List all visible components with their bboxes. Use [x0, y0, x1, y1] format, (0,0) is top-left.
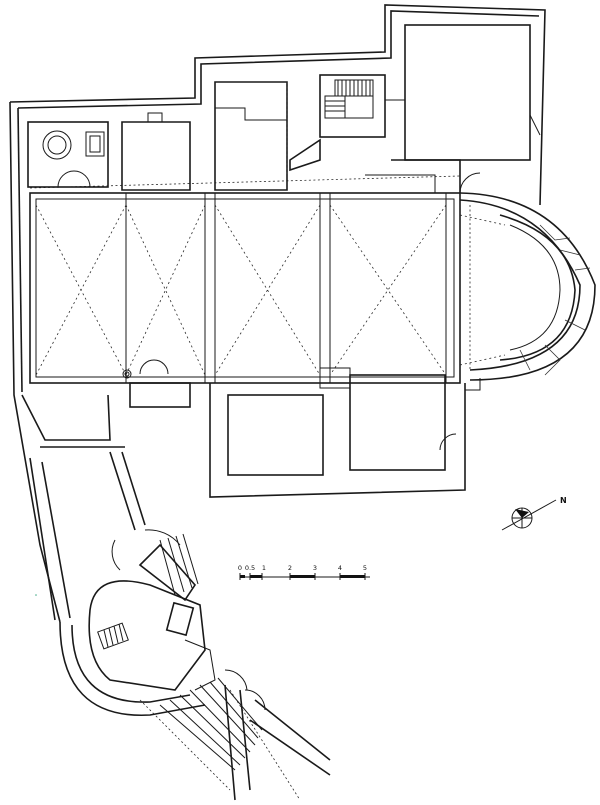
- southwest-stair-tower: [59, 529, 216, 716]
- tower-stair-treads: [103, 623, 124, 648]
- scale-label-3: 3: [313, 564, 317, 572]
- scale-label-4: 4: [338, 564, 342, 572]
- scale-label-0-5: 0.5: [245, 564, 255, 572]
- north-label: N: [560, 496, 567, 505]
- north-stair-treads: [324, 80, 374, 119]
- apse: [459, 192, 596, 381]
- nave: [29, 175, 461, 384]
- north-arrow-icon: N: [501, 496, 567, 531]
- scale-label-2: 2: [288, 564, 292, 572]
- dot-mark: [35, 594, 37, 596]
- exterior-steps: [139, 669, 331, 801]
- south-rooms: [122, 359, 481, 498]
- outer-walls: [9, 4, 546, 623]
- scale-label-1: 1: [262, 564, 266, 572]
- north-rooms: [27, 24, 541, 194]
- scale-label-0: 0: [238, 564, 242, 572]
- scale-bar: 0 0.5 1 2 3 4 5: [238, 564, 370, 580]
- scale-label-5: 5: [363, 564, 367, 572]
